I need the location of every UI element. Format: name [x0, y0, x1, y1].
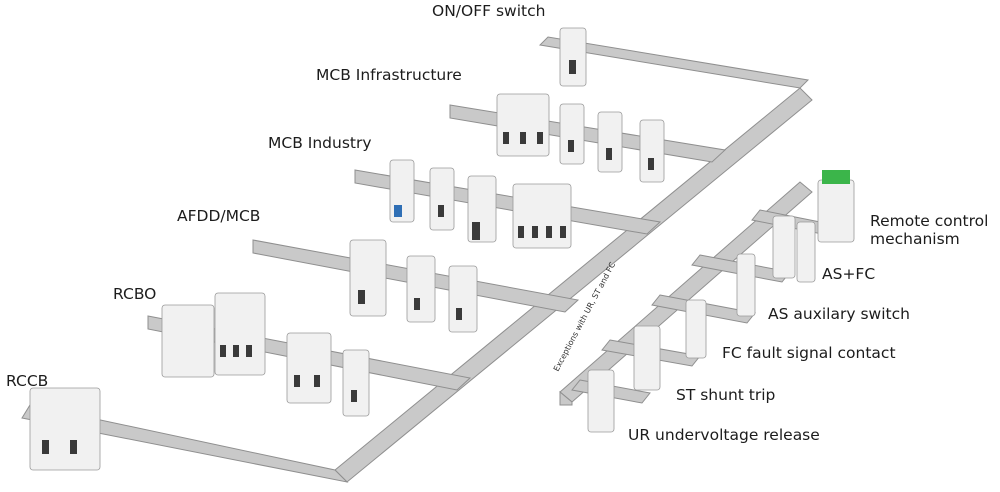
bottom-rail	[21, 404, 349, 483]
label-remote-control-2: mechanism	[870, 230, 960, 248]
on-off-switch-device	[559, 27, 587, 87]
label-as-auxiliary: AS auxilary switch	[768, 305, 910, 323]
top-rail	[538, 36, 810, 89]
mcb-industry-devices	[389, 159, 572, 249]
label-mcb-infrastructure: MCB Infrastructure	[316, 66, 462, 84]
label-remote-control-1: Remote control	[870, 212, 989, 230]
label-fc-fault-signal: FC fault signal contact	[722, 344, 896, 362]
label-on-off-switch: ON/OFF switch	[432, 2, 546, 20]
remote-control-device	[817, 170, 855, 243]
label-rccb: RCCB	[6, 372, 49, 390]
accessory-rail-return	[559, 390, 573, 406]
label-as-fc: AS+FC	[822, 265, 876, 283]
afdd-devices	[349, 239, 478, 333]
label-mcb-industry: MCB Industry	[268, 134, 372, 152]
label-rcbo: RCBO	[113, 285, 157, 303]
rccb-device	[29, 387, 101, 471]
label-afdd-mcb: AFDD/MCB	[177, 207, 261, 225]
label-st-shunt-trip: ST shunt trip	[676, 386, 776, 404]
mcb-infra-devices	[496, 93, 665, 183]
rcbo-devices	[161, 292, 370, 417]
branch-rail-mcb-infra	[449, 104, 727, 163]
label-ur-undervoltage: UR undervoltage release	[628, 426, 820, 444]
accessory-devices	[587, 215, 816, 433]
